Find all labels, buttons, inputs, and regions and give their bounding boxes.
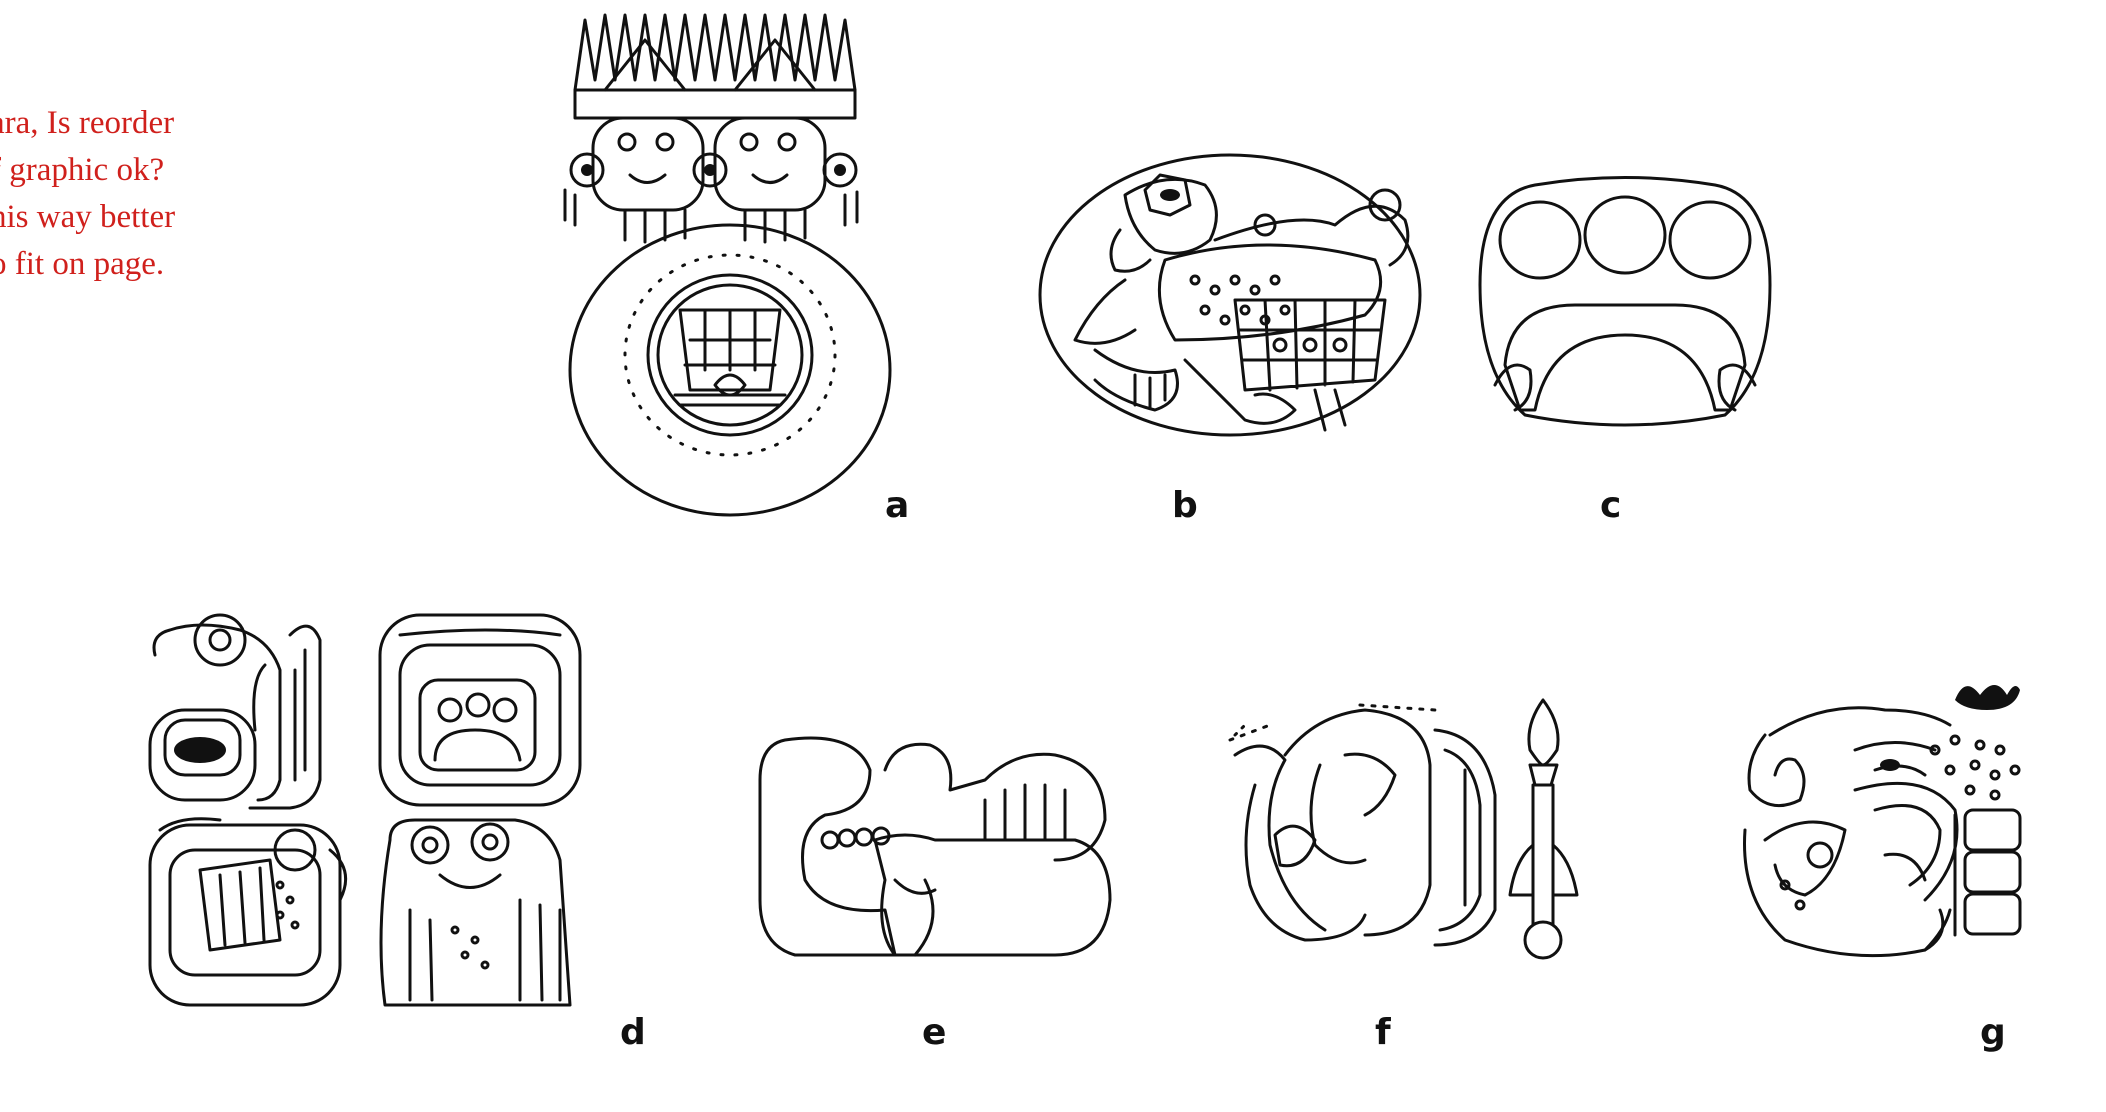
figure-e-glyph-drawing [758, 736, 1112, 957]
editor-note-line-4: o fit on page. [0, 246, 165, 282]
figure-a-glyph-drawing [563, 13, 892, 517]
figure-label-b: b [1172, 485, 1198, 526]
figure-d-glyph-drawing [148, 613, 582, 1007]
figure-c-glyph-drawing [1478, 176, 1772, 427]
editor-note-line-2: f graphic ok? [0, 152, 165, 188]
editor-note: ara, Is reorder f graphic ok? his way be… [0, 100, 250, 288]
figure-b-glyph-drawing [1038, 153, 1422, 437]
figure-label-g: g [1980, 1012, 2006, 1053]
figure-f-glyph-drawing [1228, 698, 1579, 960]
figure-label-d: d [620, 1012, 646, 1053]
editor-note-line-1: ara, Is reorder [0, 105, 175, 141]
figure-label-f: f [1375, 1012, 1391, 1053]
figure-g-glyph-drawing [1743, 685, 2022, 958]
figure-label-a: a [885, 485, 910, 526]
figure-label-e: e [922, 1012, 947, 1053]
figure-label-c: c [1600, 485, 1622, 526]
editor-note-line-3: his way better [0, 199, 176, 235]
